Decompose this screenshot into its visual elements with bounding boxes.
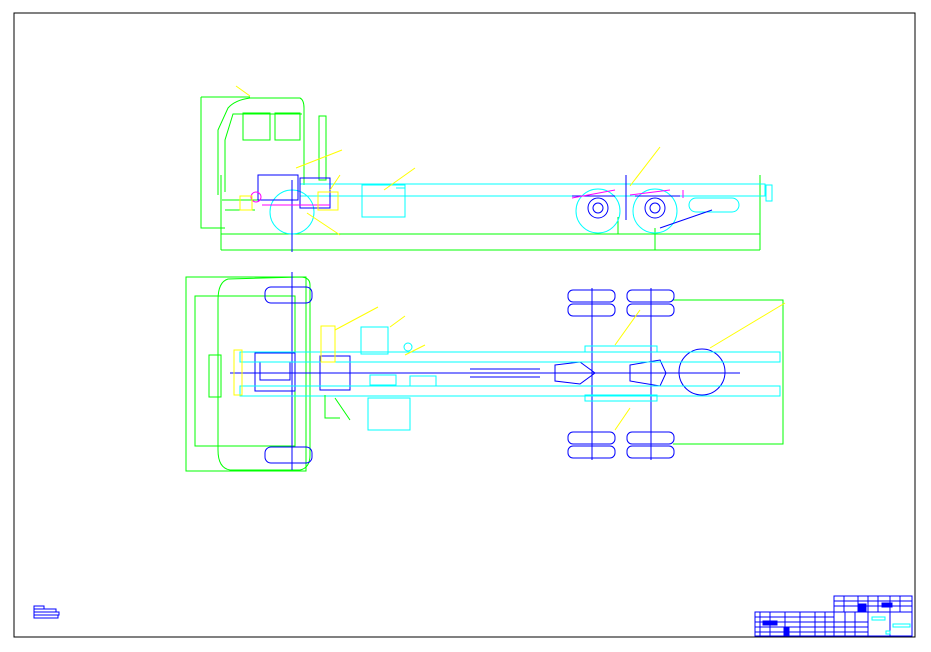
top-misc-green [324,395,351,421]
side-accent-parts [250,189,684,206]
front-left-wheel [264,286,313,304]
top-leader-lines [233,302,786,431]
side-leader-lines [235,85,661,236]
battery-box [360,326,389,355]
rear-wheel-2-side [632,188,678,234]
rear-wheel-1-side [575,188,621,234]
front-right-wheel [264,446,313,464]
left-frame-rail [239,351,781,363]
title-block-lower [754,611,913,637]
spare-wheel-top [678,348,726,396]
cab-side-outline [217,97,327,211]
top-frame [239,326,781,431]
top-view-outline [185,276,784,472]
side-frame-rail [269,183,773,235]
side-mechanical-parts [257,174,713,252]
fuel-tank-top [367,397,411,431]
fuel-tank-side [361,184,406,218]
scale-symbol [33,605,60,619]
engine-top [254,352,296,392]
side-view-dimension-lines [200,96,761,251]
sheet-border [13,12,916,638]
right-frame-rail [239,385,781,397]
top-view [185,272,786,472]
spare-tank-side [688,197,740,213]
side-view [200,85,773,252]
title-block [754,595,913,637]
title-block-highlights [871,616,911,635]
